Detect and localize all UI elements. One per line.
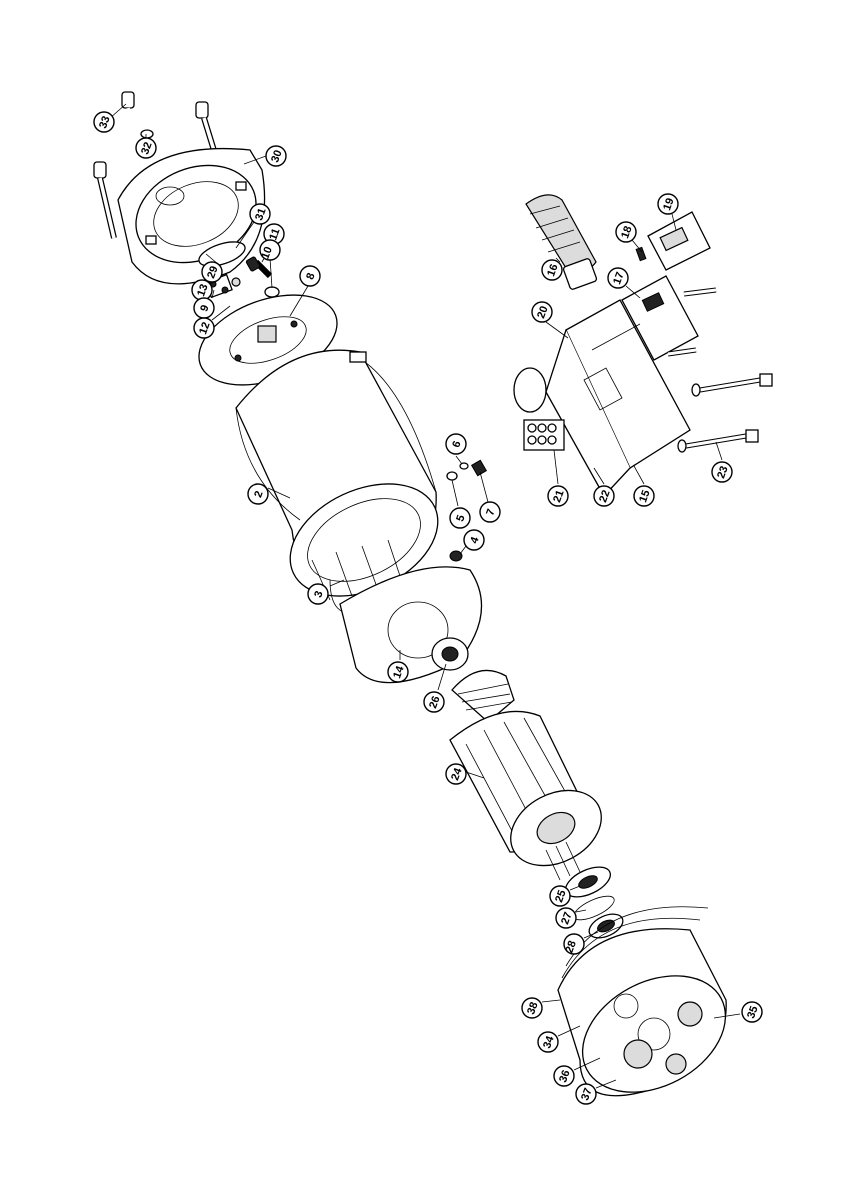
- callout-7: 7: [480, 502, 500, 522]
- callout-25: 25: [550, 886, 570, 906]
- callout-27: 27: [556, 908, 576, 928]
- callout-4: 4: [464, 530, 484, 550]
- screw-18: [636, 247, 646, 260]
- callout-20: 20: [532, 302, 552, 322]
- callout-6: 6: [446, 434, 466, 454]
- callout-18: 18: [616, 222, 636, 242]
- washer-6: [460, 463, 468, 469]
- armature-24: [450, 670, 614, 880]
- callout-2: 2: [248, 484, 268, 504]
- callout-10: 10: [259, 240, 280, 261]
- terminal-block-21: [524, 420, 564, 450]
- callout-5: 5: [450, 508, 470, 528]
- callout-24: 24: [446, 764, 466, 784]
- callout-23: 23: [712, 462, 732, 482]
- callout-13: 13: [192, 280, 212, 300]
- callout-21: 21: [548, 486, 568, 506]
- callout-32: 32: [136, 138, 156, 158]
- washer-10: [265, 287, 279, 297]
- callout-33: 33: [94, 112, 114, 132]
- bolt-left: [94, 162, 114, 238]
- callout-9: 9: [194, 298, 214, 318]
- callout-36: 36: [554, 1066, 574, 1086]
- callout-35: 35: [742, 1002, 762, 1022]
- washer-5: [447, 472, 457, 480]
- callout-31: 31: [250, 204, 270, 224]
- switch-19: [648, 212, 710, 270]
- callout-12: 12: [194, 318, 214, 338]
- grommet-4: [450, 551, 462, 561]
- callout-30: 30: [266, 146, 286, 166]
- callout-15: 15: [634, 486, 654, 506]
- callout-37: 37: [576, 1084, 596, 1104]
- spring-13: [232, 278, 240, 286]
- callout-26: 26: [424, 692, 444, 712]
- bearing-26: [432, 638, 468, 670]
- callout-28: 28: [563, 934, 584, 955]
- callout-29: 29: [202, 262, 222, 282]
- bolt-33: [122, 92, 140, 166]
- washer-32: [141, 130, 153, 138]
- callout-14: 14: [388, 662, 408, 682]
- callout-34: 34: [538, 1032, 558, 1052]
- callout-8: 8: [300, 266, 320, 286]
- cable-gland-16: [526, 195, 597, 290]
- callout-19: 19: [658, 194, 678, 214]
- screw-7: [472, 460, 487, 475]
- callout-16: 16: [542, 260, 562, 280]
- callout-22: 22: [594, 486, 614, 506]
- callout-38: 38: [522, 998, 542, 1018]
- callout-3: 3: [308, 584, 328, 604]
- callout-17: 17: [608, 268, 628, 288]
